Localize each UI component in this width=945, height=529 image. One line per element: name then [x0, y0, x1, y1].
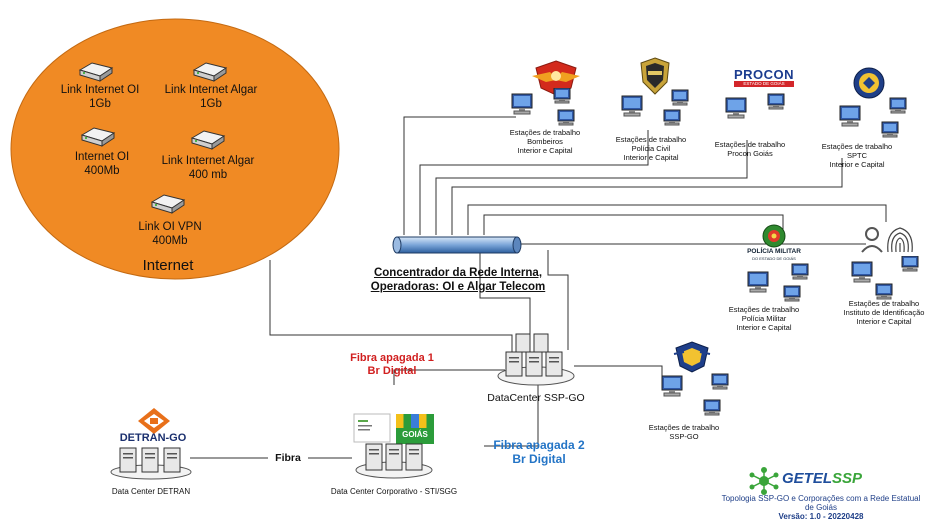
computer-cluster-icon [851, 256, 919, 300]
fingerprint-icon [861, 227, 913, 253]
detran-logo-text: DETRAN-GO [119, 432, 187, 444]
modem-icon [150, 194, 186, 214]
sptc-badge-icon [853, 67, 885, 99]
datacenter-ssp-label: DataCenter SSP-GO [487, 392, 585, 404]
policia-militar-logo: POLÍCIA MILITAR DO ESTADO DE GOIÁS [738, 224, 810, 261]
footer-version: Versão: 1.0 - 20220428 [778, 512, 864, 521]
fibra-label: Fibra [268, 452, 308, 464]
computer-cluster-icon [839, 97, 907, 138]
bombeiros-logo [532, 60, 580, 96]
policia-civil-badge-icon [640, 57, 670, 95]
footer-caption: Topologia SSP-GO e Corporações com a Red… [698, 494, 944, 521]
computer-cluster-icon [661, 373, 729, 416]
procon-logo-subtitle: ESTADO DE GOIÁS [734, 81, 794, 87]
computer-cluster-icon [747, 263, 809, 302]
detran-servers [110, 447, 192, 480]
internet-cloud [10, 18, 340, 280]
concentrator-label: Concentrador da Rede Interna,Operadoras:… [370, 267, 546, 293]
getel-logo: GETELSSP [782, 470, 862, 487]
modem-icon [80, 127, 116, 147]
getel-network-icon [749, 467, 779, 495]
internet-label: Internet [142, 257, 194, 274]
footer-title-cont: de Goiás [804, 503, 838, 512]
datacenter-ssp-servers [497, 333, 575, 386]
pm-logo-title: POLÍCIA MILITAR [747, 248, 801, 255]
getel-logo-prefix: GETEL [782, 470, 833, 487]
procon-logo: PROCON ESTADO DE GOIÁS [734, 68, 794, 87]
computer-cluster-icon [511, 88, 575, 126]
modem-icon [78, 62, 114, 82]
corporativo-servers [355, 443, 433, 479]
footer-title: Topologia SSP-GO e Corporações com a Red… [721, 494, 921, 503]
sgg-logo-icon [353, 413, 391, 443]
modem-icon [190, 130, 226, 150]
ssp-shield-icon [673, 341, 711, 373]
concentrator-pipe [392, 236, 522, 254]
modem-icon [192, 62, 228, 82]
datacenter-detran-label: Data Center DETRAN [111, 487, 191, 496]
getel-logo-suffix: SSP [832, 470, 863, 487]
pm-logo-subtitle: DO ESTADO DE GOIÁS [752, 256, 796, 261]
datacenter-corporativo-label: Data Center Corporativo - STI/SGG [330, 487, 458, 496]
detran-logo-icon [138, 408, 170, 434]
procon-logo-title: PROCON [734, 67, 795, 82]
computer-cluster-icon [621, 89, 689, 126]
computer-cluster-icon [725, 93, 785, 119]
goias-logo: GOIÁS [396, 414, 434, 444]
goias-logo-text: GOIÁS [402, 430, 428, 439]
goias-logo-pattern [396, 414, 434, 428]
pm-emblem-icon [762, 224, 786, 248]
